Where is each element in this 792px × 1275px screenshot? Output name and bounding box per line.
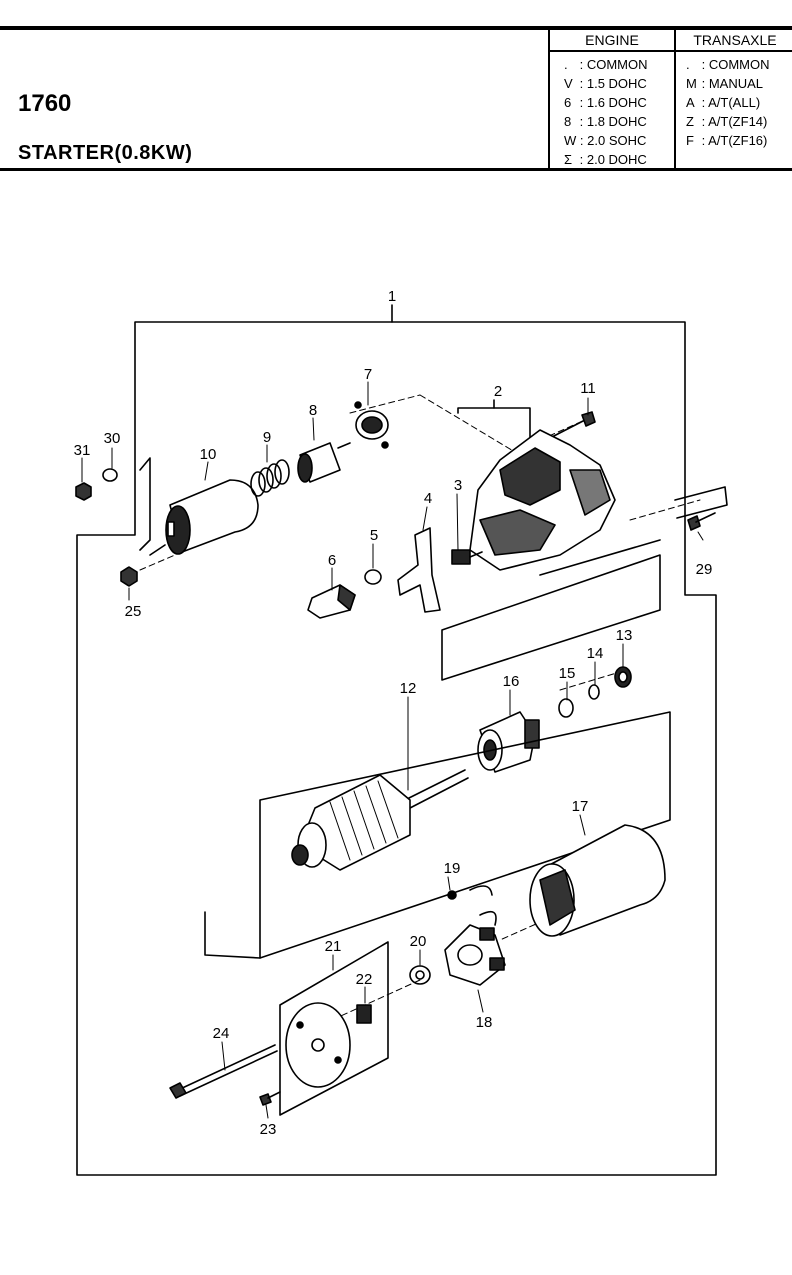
transaxle-legend-item: M : MANUAL bbox=[686, 76, 764, 91]
callout-6: 6 bbox=[328, 552, 336, 569]
callout-2: 2 bbox=[494, 383, 502, 400]
screw-23-icon bbox=[259, 1091, 281, 1106]
callout-19: 19 bbox=[444, 860, 461, 877]
transaxle-legend: TRANSAXLE . : COMMON M : MANUAL A : A/T(… bbox=[674, 30, 792, 168]
page-code: 1760 bbox=[18, 90, 72, 117]
nut-31-icon bbox=[75, 482, 92, 501]
page-header: 1760 STARTER(0.8KW) bbox=[0, 30, 792, 171]
callout-13: 13 bbox=[616, 627, 633, 644]
housing-2-icon bbox=[469, 429, 616, 571]
bolt-11-icon bbox=[549, 411, 596, 439]
callout-15: 15 bbox=[559, 665, 576, 682]
callout-14: 14 bbox=[587, 645, 604, 662]
ring-13-icon bbox=[614, 666, 632, 688]
callout-12: 12 bbox=[400, 680, 417, 697]
armature-12-icon bbox=[291, 769, 469, 871]
engine-legend-item: 8 : 1.8 DOHC bbox=[564, 114, 647, 129]
callout-4: 4 bbox=[424, 490, 432, 507]
lever-4-icon bbox=[397, 527, 441, 613]
callout-1: 1 bbox=[388, 288, 396, 305]
callout-3: 3 bbox=[454, 477, 462, 494]
transaxle-legend-item: Z : A/T(ZF14) bbox=[686, 114, 768, 129]
callout-5: 5 bbox=[370, 527, 378, 544]
transaxle-legend-item: F : A/T(ZF16) bbox=[686, 133, 768, 148]
clutch-16-icon bbox=[477, 711, 540, 773]
callout-24: 24 bbox=[213, 1025, 230, 1042]
engine-legend-item: 6 : 1.6 DOHC bbox=[564, 95, 647, 110]
brush-holder-18-icon bbox=[444, 910, 506, 986]
callout-20: 20 bbox=[410, 933, 427, 950]
yoke-17-icon bbox=[529, 824, 666, 937]
bushing-22-icon bbox=[356, 1004, 372, 1024]
callout-7: 7 bbox=[364, 366, 372, 383]
rear-cover-21-icon bbox=[285, 1002, 351, 1088]
through-bolt-24-icon bbox=[169, 1044, 278, 1099]
washer-20-icon bbox=[409, 965, 431, 985]
transaxle-legend-item: . : COMMON bbox=[686, 57, 770, 72]
callout-18: 18 bbox=[476, 1014, 493, 1031]
engine-legend-heading: ENGINE bbox=[550, 30, 674, 52]
callout-9: 9 bbox=[263, 429, 271, 446]
header-top-rule bbox=[0, 26, 792, 30]
washer-30-icon bbox=[102, 468, 118, 482]
transaxle-legend-heading: TRANSAXLE bbox=[676, 30, 792, 52]
callout-10: 10 bbox=[200, 446, 217, 463]
callout-21: 21 bbox=[325, 938, 342, 955]
screw-19-icon bbox=[447, 885, 493, 900]
nut-25-icon bbox=[120, 566, 138, 587]
callout-29: 29 bbox=[696, 561, 713, 578]
stop-ring-15-icon bbox=[558, 698, 574, 718]
cover-7-icon bbox=[354, 401, 389, 449]
callout-8: 8 bbox=[309, 402, 317, 419]
collar-14-icon bbox=[588, 684, 600, 700]
callout-16: 16 bbox=[503, 673, 520, 690]
callout-22: 22 bbox=[356, 971, 373, 988]
engine-legend: ENGINE . : COMMON V : 1.5 DOHC 6 : 1.6 D… bbox=[548, 30, 674, 168]
callout-31: 31 bbox=[74, 442, 91, 459]
page-title: STARTER(0.8KW) bbox=[18, 142, 193, 164]
washer-5-icon bbox=[364, 569, 382, 585]
solenoid-10-icon bbox=[149, 479, 259, 556]
callout-25: 25 bbox=[125, 603, 142, 620]
engine-legend-item: Σ : 2.0 DOHC bbox=[564, 152, 647, 167]
assembly-outline bbox=[76, 321, 717, 1176]
engine-legend-item: W : 2.0 SOHC bbox=[564, 133, 647, 148]
engine-legend-item: V : 1.5 DOHC bbox=[564, 76, 647, 91]
transaxle-legend-item: A : A/T(ALL) bbox=[686, 95, 761, 110]
pad-6-icon bbox=[307, 584, 356, 619]
callout-11: 11 bbox=[580, 380, 596, 397]
callout-17: 17 bbox=[572, 798, 589, 815]
pinion-gear-3-icon bbox=[451, 549, 483, 565]
spring-9-icon bbox=[250, 459, 290, 497]
plunger-8-icon bbox=[297, 442, 351, 483]
callout-23: 23 bbox=[260, 1121, 277, 1138]
bolt-29-icon bbox=[687, 512, 716, 531]
engine-legend-item: . : COMMON bbox=[564, 57, 648, 72]
callout-30: 30 bbox=[104, 430, 121, 447]
